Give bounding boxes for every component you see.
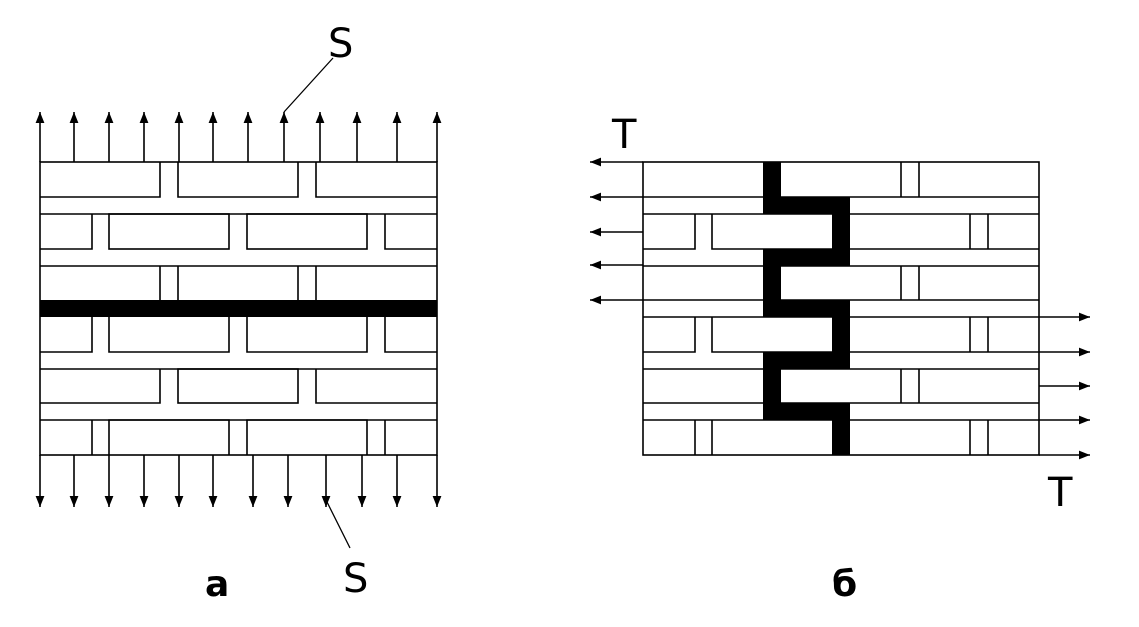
crack-line-b [763, 162, 850, 455]
leader-line-s-bottom [325, 499, 351, 549]
panel-b [590, 157, 1090, 460]
panel-caption-b: б [832, 564, 857, 605]
panel-caption-a: a [205, 564, 229, 605]
force-label-s-top: S [328, 21, 353, 67]
brick-row-a-5 [40, 368, 437, 404]
brick-row-a-2 [40, 213, 437, 250]
brick-row-b-5 [643, 368, 1039, 404]
brick-row-a-3 [40, 265, 437, 300]
brick-row-a-6 [40, 419, 437, 455]
tension-arrows-top [35, 112, 442, 162]
brick-row-a-1 [40, 162, 437, 198]
brick-row-b-1 [643, 162, 1039, 198]
brick-row-b-3 [643, 265, 1039, 301]
force-label-s-bottom: S [343, 556, 368, 602]
force-label-t-right: T [1047, 470, 1073, 516]
tension-arrows-bottom [35, 455, 442, 507]
crack-line-a [40, 300, 437, 317]
tension-arrows-left [590, 157, 643, 305]
brick-row-a-4 [40, 317, 437, 353]
force-label-t-left: T [611, 112, 637, 158]
leader-line-s-top [283, 57, 334, 113]
panel-a [35, 57, 442, 549]
tension-arrows-right [1039, 312, 1090, 460]
